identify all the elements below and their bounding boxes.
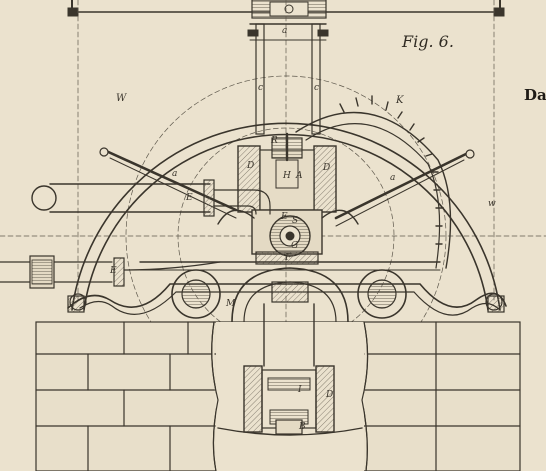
steam-pipe-lower — [0, 255, 221, 289]
label-c-right: c — [314, 83, 320, 93]
columns — [247, 23, 329, 135]
label-e-upper: E — [186, 193, 193, 203]
label-h: H — [283, 171, 291, 181]
figure-caption: Fig. 6. — [402, 32, 454, 51]
foundation — [35, 321, 521, 471]
label-s: S — [292, 216, 299, 226]
centre-arch — [231, 267, 349, 323]
label-a: A — [296, 171, 303, 181]
toothed-arc — [295, 95, 452, 269]
margin-heading-fragment: Da — [524, 86, 546, 104]
label-d-bottom: D — [326, 390, 334, 400]
central-cylinder — [217, 132, 359, 265]
rollers — [69, 269, 503, 319]
label-w-right: w — [488, 199, 496, 209]
label-m: M — [226, 299, 236, 309]
label-i: I — [298, 385, 302, 395]
label-a-right: a — [390, 173, 396, 183]
label-w-left: W — [116, 93, 127, 104]
label-a-left: a — [172, 169, 178, 179]
label-d-right: D — [323, 163, 331, 173]
label-g: G — [291, 241, 299, 251]
label-e-center: E — [281, 212, 288, 222]
label-a-top: a — [282, 26, 288, 36]
label-r: R — [271, 136, 278, 146]
steam-pipe-upper — [31, 179, 271, 217]
label-d-left: D — [247, 161, 255, 171]
label-f: F — [285, 253, 292, 263]
label-e-lower: E — [110, 266, 117, 276]
lower-pump — [217, 303, 363, 436]
label-k: K — [396, 95, 404, 106]
label-c-left: c — [258, 83, 264, 93]
label-b: B — [299, 422, 306, 432]
